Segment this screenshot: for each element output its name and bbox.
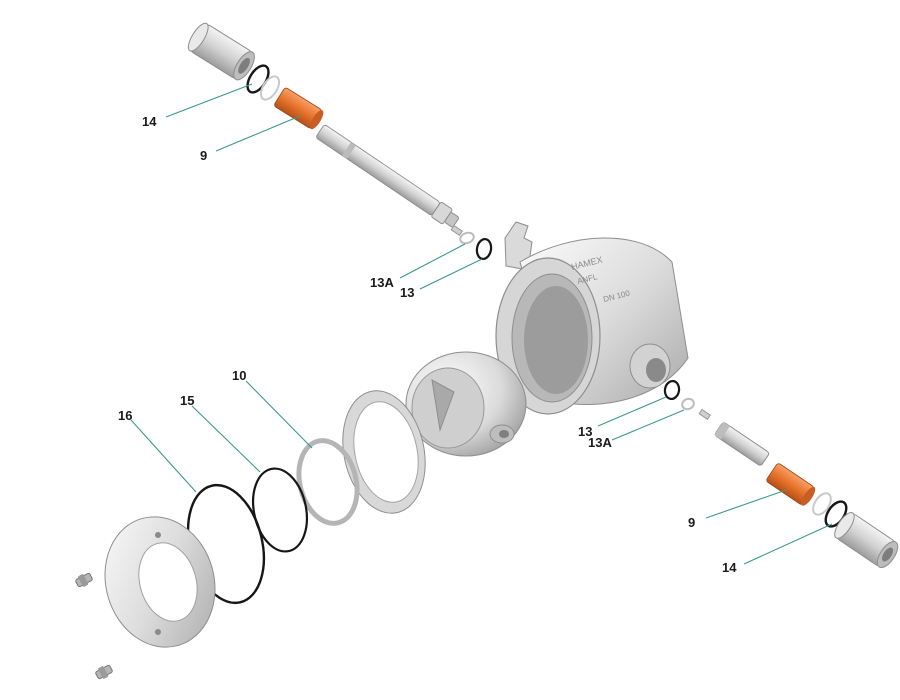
valve-body: HAMEX ANFL DN 100	[495, 221, 689, 415]
bushing-9-bottom	[766, 463, 816, 506]
callout-14-top: 14	[142, 114, 157, 129]
bottom-end-fitting	[834, 512, 899, 569]
top-end-fitting	[187, 22, 255, 81]
stem-key-top	[450, 224, 463, 236]
top-stem-assembly	[187, 22, 493, 261]
leader-13-bottom	[597, 396, 667, 427]
leader-lines	[130, 83, 833, 565]
leader-13a-top	[399, 243, 466, 279]
flange-bolt-upper	[75, 572, 93, 588]
backup-ring-top	[259, 75, 281, 101]
leader-13a-bottom	[611, 409, 685, 441]
thrust-ring-13a-top	[459, 231, 475, 245]
thrust-ring-13a-bottom	[681, 397, 695, 411]
callout-13-bottom: 13	[578, 424, 592, 439]
backup-ring-bottom	[812, 492, 832, 516]
callout-9-top: 9	[200, 148, 207, 163]
callout-9-bottom: 9	[688, 515, 695, 530]
stem-key-bottom	[698, 408, 711, 420]
callout-labels: 14 9 13A 13 10 15 16 13 13A 9 14	[118, 114, 737, 575]
valve-stem	[316, 124, 460, 228]
o-ring-15	[252, 467, 308, 553]
callout-13a-top: 13A	[370, 275, 394, 290]
bottom-trunnion-pin	[714, 421, 770, 466]
leader-16	[130, 419, 197, 493]
leader-14-top	[165, 83, 253, 118]
valve-ball	[405, 351, 527, 457]
seat-ring	[342, 390, 426, 514]
o-ring-13-top	[475, 237, 493, 261]
leader-14-bottom	[743, 523, 833, 565]
callout-15: 15	[180, 393, 194, 408]
flange-bolt-lower	[95, 664, 113, 680]
o-ring-13-bottom	[663, 379, 681, 401]
end-flange	[104, 516, 216, 648]
callout-16: 16	[118, 408, 132, 423]
callout-10: 10	[232, 368, 246, 383]
leader-10	[245, 380, 313, 449]
leader-9-bottom	[705, 489, 787, 519]
leader-9-top	[215, 115, 301, 152]
callout-13a-bottom: 13A	[588, 435, 612, 450]
callout-13-top: 13	[400, 285, 414, 300]
leader-15	[191, 405, 261, 473]
bottom-stem-assembly	[663, 379, 899, 569]
bushing-9-top	[274, 87, 324, 130]
leader-13-top	[419, 258, 483, 290]
callout-14-bottom: 14	[722, 560, 737, 575]
